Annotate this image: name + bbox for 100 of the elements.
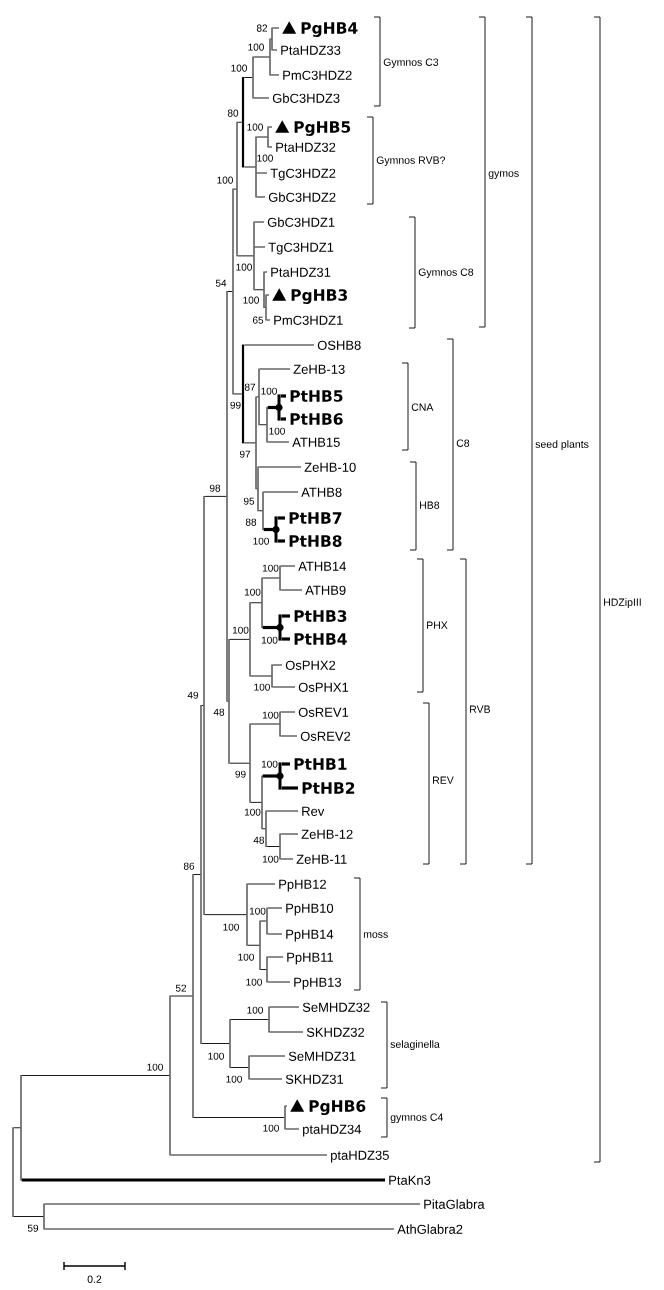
branch-line xyxy=(256,136,268,138)
clade-label: seed plants xyxy=(535,440,589,450)
bootstrap-value: 80 xyxy=(227,109,239,117)
clade-label: C8 xyxy=(456,439,470,447)
branch-line xyxy=(268,146,273,148)
bootstrap-value: 100 xyxy=(254,683,270,691)
bootstrap-value: 100 xyxy=(244,588,261,596)
clade-label: gymnos C4 xyxy=(390,1113,443,1123)
leaf-label: PtaHDZ31 xyxy=(271,267,331,277)
bootstrap-value: 86 xyxy=(183,862,195,870)
leaf-label: PtaHDZ32 xyxy=(276,142,336,152)
branch-line xyxy=(258,510,263,512)
branch-line xyxy=(280,711,296,713)
leaf-label: TgC3HDZ2 xyxy=(270,168,336,181)
bootstrap-value: 100 xyxy=(262,855,279,863)
leaf-label: PtaHDZ33 xyxy=(281,45,341,55)
branch-line xyxy=(281,762,290,766)
bootstrap-value: 49 xyxy=(187,691,199,699)
leaf-label: PtHB3 xyxy=(294,610,347,622)
leaf-label: OsPHX2 xyxy=(285,660,336,670)
branch-line xyxy=(256,196,266,198)
clade-label: HDZipIII xyxy=(604,598,641,608)
branch-line xyxy=(262,828,266,830)
leaf-label: PgHB4 xyxy=(301,22,358,37)
bootstrap-value: 100 xyxy=(269,427,285,435)
branch-line xyxy=(262,774,279,778)
bootstrap-value: 100 xyxy=(147,1063,163,1071)
branch-line xyxy=(204,914,247,916)
leaf-label: PgHB3 xyxy=(291,289,347,304)
bootstrap-value: 100 xyxy=(261,760,278,768)
clade-label: selaginella xyxy=(390,1040,440,1050)
branch-line xyxy=(263,491,299,493)
clade-label: Gymnos C3 xyxy=(383,58,439,68)
branch-line xyxy=(193,1117,285,1118)
branch-line xyxy=(227,291,233,292)
leaf-label: PtHB6 xyxy=(290,413,343,425)
clade-label: gymos xyxy=(488,171,519,179)
bootstrap-value: 59 xyxy=(27,1224,39,1232)
bootstrap-value: 99 xyxy=(230,401,241,409)
bootstrap-value: 100 xyxy=(262,564,279,572)
branch-line xyxy=(21,1075,170,1076)
bootstrap-value: 100 xyxy=(231,64,247,72)
leaf-label: GbC3HDZ2 xyxy=(268,192,336,202)
bootstrap-value: 100 xyxy=(238,953,254,961)
branch-line xyxy=(285,1128,300,1130)
bootstrap-value: 99 xyxy=(235,770,246,778)
bootstrap-value: 100 xyxy=(249,907,266,915)
bootstrap-value: 98 xyxy=(209,484,221,492)
branch-line xyxy=(281,786,298,790)
branch-line xyxy=(253,97,270,99)
leaf-label: PtHB7 xyxy=(289,512,342,524)
clade-label: CNA xyxy=(411,403,434,411)
branch-line xyxy=(272,686,296,688)
bootstrap-value: 97 xyxy=(239,450,251,458)
bootstrap-value: 100 xyxy=(208,1052,224,1060)
leaf-label: SeMHDZ31 xyxy=(288,1051,356,1061)
leaf-label: OsPHX1 xyxy=(298,682,349,692)
branch-line xyxy=(193,874,201,875)
leaf-label: PtHB5 xyxy=(290,390,343,402)
bootstrap-value: 87 xyxy=(244,383,256,391)
branch-line xyxy=(230,1019,269,1020)
branch-line xyxy=(269,1031,304,1033)
branch-line xyxy=(260,920,267,922)
clade-label: PHX xyxy=(427,621,448,629)
branch-line xyxy=(266,810,299,812)
branch-line xyxy=(13,1216,44,1217)
branch-line xyxy=(266,294,270,296)
bootstrap-value: 54 xyxy=(215,279,227,287)
branch-line xyxy=(267,933,283,935)
branch-line xyxy=(21,1178,385,1182)
branch-line xyxy=(270,74,280,76)
branch-line xyxy=(243,77,253,78)
branch-line xyxy=(267,981,291,983)
bootstrap-value: 100 xyxy=(217,176,233,184)
bootstrap-value: 100 xyxy=(248,43,264,51)
leaf-label: OsREV2 xyxy=(300,731,351,741)
branch-line xyxy=(233,188,237,190)
branch-line xyxy=(280,735,298,737)
leaf-label: SKHDZ31 xyxy=(285,1074,344,1084)
clade-label: REV xyxy=(433,776,454,784)
leaf-label: AthGlabra2 xyxy=(397,1224,463,1234)
branch-line xyxy=(262,577,280,579)
branch-line xyxy=(204,495,227,497)
bootstrap-value: 100 xyxy=(232,626,249,634)
branch-line xyxy=(266,846,280,847)
leaf-label: PtHB2 xyxy=(302,782,355,794)
leaf-label: GbC3HDZ3 xyxy=(272,93,340,103)
branch-line xyxy=(263,527,275,532)
branch-line xyxy=(170,1154,328,1156)
branch-line xyxy=(264,271,268,273)
branch-line xyxy=(249,1078,283,1080)
bootstrap-value: 100 xyxy=(244,808,261,816)
bootstrap-value: 48 xyxy=(253,836,265,844)
branch-line xyxy=(280,417,286,421)
leaf-label: OsREV1 xyxy=(298,707,349,717)
bootstrap-value: 100 xyxy=(262,711,279,719)
branch-line xyxy=(237,121,243,123)
branch-line xyxy=(269,1006,300,1008)
leaf-label: ATHB9 xyxy=(305,585,346,595)
branch-line xyxy=(277,516,285,520)
